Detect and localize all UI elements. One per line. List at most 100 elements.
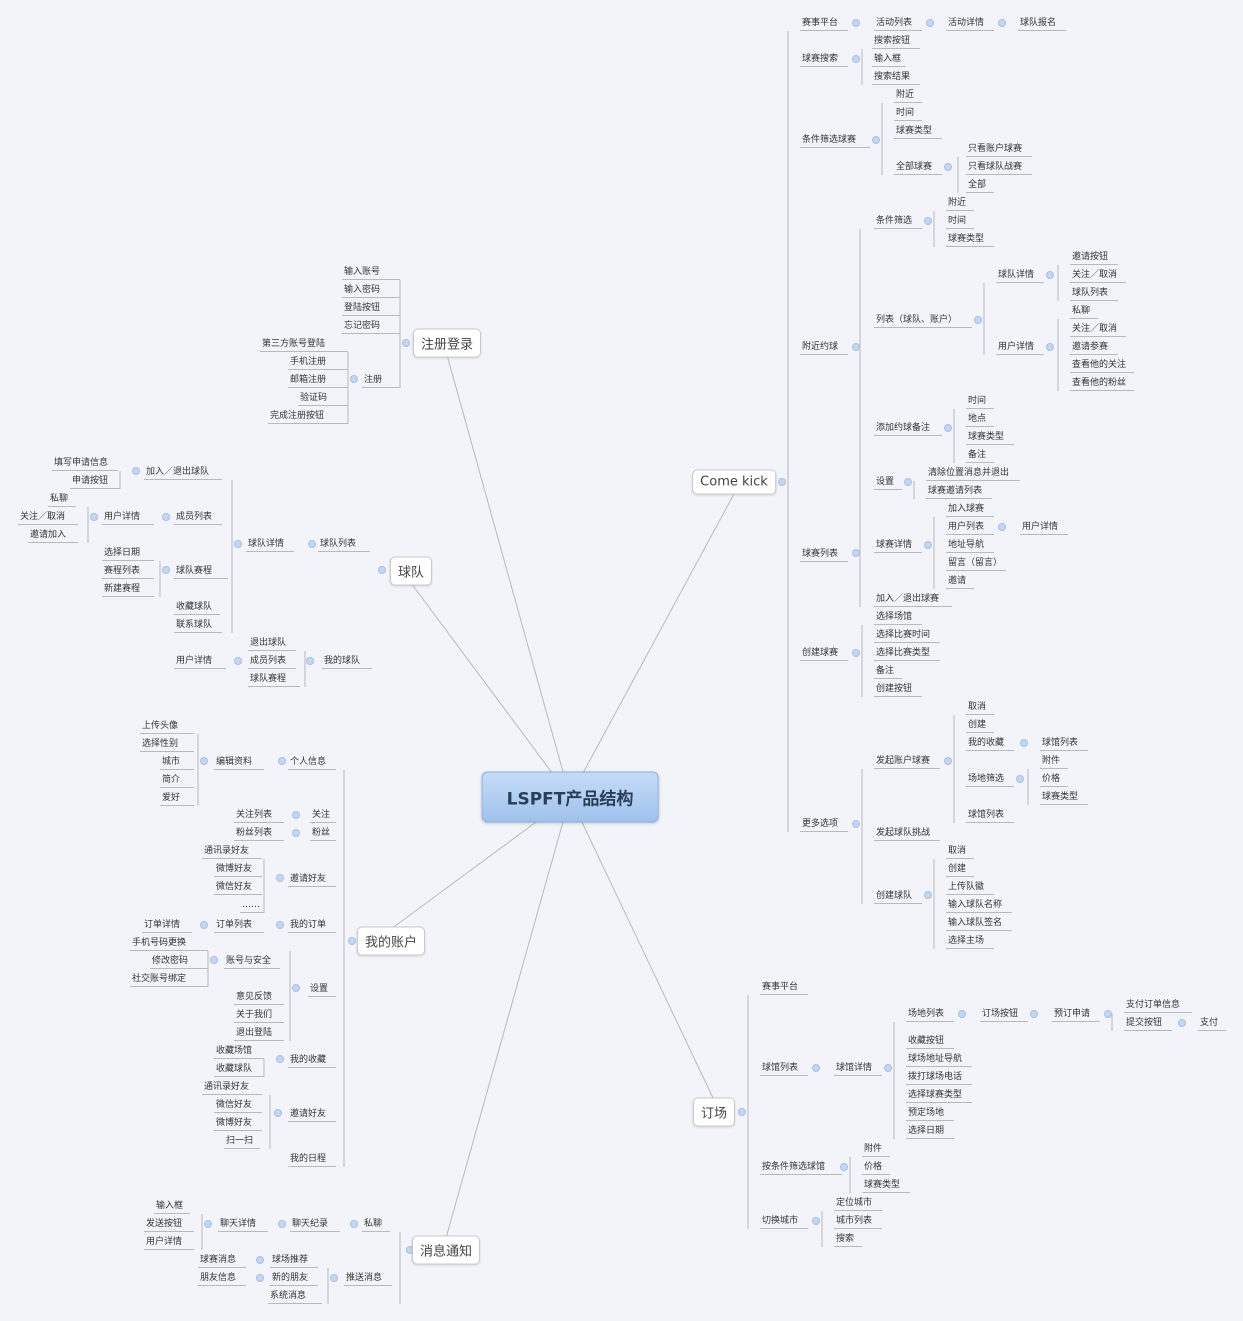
node-v-mtype[interactable]: 球赛类型 [862, 1180, 910, 1193]
node-a-scan[interactable]: 扫一扫 [224, 1136, 260, 1149]
node-c-clear[interactable]: 清除位置消息并退出 [926, 468, 1020, 481]
node-a-contacts[interactable]: 通讯录好友 [202, 846, 262, 859]
branch-account[interactable]: 我的账户 [356, 926, 426, 956]
node-c-teaml[interactable]: 球队列表 [1070, 288, 1118, 301]
node-v-clist[interactable]: 城市列表 [834, 1216, 882, 1229]
node-n-chat[interactable]: 聊天详情 [218, 1219, 268, 1232]
node-r-done[interactable]: 完成注册按钮 [268, 411, 348, 424]
branch-notice[interactable]: 消息通知 [411, 1235, 481, 1265]
node-n-newfriend[interactable]: 新的朋友 [270, 1273, 318, 1286]
node-r-mail[interactable]: 邮箱注册 [288, 375, 348, 388]
node-v-price[interactable]: 价格 [862, 1162, 890, 1175]
node-c-tname[interactable]: 输入球队名称 [946, 900, 1012, 913]
node-t-date[interactable]: 选择日期 [102, 548, 154, 561]
node-v-platform[interactable]: 赛事平台 [760, 982, 808, 995]
node-t-apply[interactable]: 申请按钮 [70, 476, 120, 489]
node-n-send[interactable]: 发送按钮 [144, 1219, 194, 1232]
node-c-input[interactable]: 输入框 [872, 54, 906, 67]
node-n-push[interactable]: 推送消息 [344, 1273, 392, 1286]
node-a-hobby[interactable]: 爱好 [160, 793, 194, 806]
node-a-edit[interactable]: 编辑资料 [214, 757, 264, 770]
node-c-invite[interactable]: 邀请 [946, 576, 974, 589]
node-v-type[interactable]: 选择球赛类型 [906, 1090, 972, 1103]
node-c-onlyteam[interactable]: 只看球队战赛 [966, 162, 1032, 175]
node-v-city[interactable]: 切换城市 [760, 1216, 808, 1229]
node-c-venue[interactable]: 选择场馆 [874, 612, 922, 625]
node-a-weibo2[interactable]: 微博好友 [214, 1118, 262, 1131]
node-a-social[interactable]: 社交账号绑定 [130, 974, 208, 987]
node-v-search[interactable]: 搜索 [834, 1234, 862, 1247]
node-r-phone[interactable]: 手机注册 [288, 357, 348, 370]
node-a-logout[interactable]: 退出登陆 [234, 1028, 284, 1041]
node-a-fav[interactable]: 我的收藏 [288, 1055, 336, 1068]
node-c-new2[interactable]: 创建 [946, 864, 974, 877]
node-v-book[interactable]: 订场按钮 [980, 1009, 1028, 1022]
node-c-near[interactable]: 附近 [894, 90, 922, 103]
node-c-myfav[interactable]: 我的收藏 [966, 738, 1014, 751]
node-c-ulist[interactable]: 用户列表 [946, 522, 994, 535]
node-t-slist[interactable]: 赛程列表 [102, 566, 154, 579]
node-n-pm[interactable]: 私聊 [362, 1219, 390, 1232]
node-n-sys[interactable]: 系统消息 [268, 1291, 322, 1304]
node-c-new[interactable]: 创建 [966, 720, 994, 733]
node-c-filter[interactable]: 条件筛选球赛 [800, 135, 870, 148]
node-t-fill[interactable]: 填写申请信息 [52, 458, 118, 471]
branch-comekick[interactable]: Come kick [692, 469, 776, 495]
node-a-favv[interactable]: 收藏场馆 [214, 1046, 264, 1059]
node-a-pwdchg[interactable]: 修改密码 [150, 956, 208, 969]
node-c-time[interactable]: 时间 [894, 108, 922, 121]
node-c-vfilter[interactable]: 场地筛选 [966, 774, 1014, 787]
node-c-note[interactable]: 备注 [966, 450, 994, 463]
node-r-code[interactable]: 验证码 [298, 393, 348, 406]
node-c-fc2[interactable]: 关注／取消 [1070, 324, 1126, 337]
node-c-challenge[interactable]: 发起球队挑战 [874, 828, 940, 841]
node-c-mtype[interactable]: 选择比赛类型 [874, 648, 940, 661]
node-a-fanslist[interactable]: 粉丝列表 [234, 828, 284, 841]
node-r-third[interactable]: 第三方账号登陆 [260, 339, 348, 352]
node-c-type2[interactable]: 球赛类型 [946, 234, 994, 247]
node-c-vlist[interactable]: 球馆列表 [1040, 738, 1088, 751]
node-n-friend[interactable]: 朋友信息 [198, 1273, 246, 1286]
node-c-cancel2[interactable]: 取消 [946, 846, 974, 859]
node-r-login[interactable]: 登陆按钮 [342, 303, 400, 316]
node-c-t3[interactable]: 时间 [966, 396, 994, 409]
branch-register[interactable]: 注册登录 [412, 328, 482, 358]
node-c-joinmatch[interactable]: 加入／退出球赛 [874, 594, 952, 607]
node-c-cond[interactable]: 条件筛选 [874, 216, 922, 229]
node-c-note2[interactable]: 备注 [874, 666, 902, 679]
node-t-sched[interactable]: 球队赛程 [174, 566, 228, 579]
node-t-list[interactable]: 球队列表 [318, 539, 370, 552]
node-c-userd[interactable]: 用户详情 [996, 342, 1044, 355]
node-r-pwd[interactable]: 输入密码 [342, 285, 400, 298]
node-c-near2[interactable]: 附近 [946, 198, 974, 211]
node-v-orderinfo[interactable]: 支付订单信息 [1124, 1000, 1192, 1013]
node-t-my[interactable]: 我的球队 [322, 656, 372, 669]
node-t-user2[interactable]: 用户详情 [174, 656, 226, 669]
node-v-date[interactable]: 选择日期 [906, 1126, 954, 1139]
node-c-create[interactable]: 创建球赛 [800, 648, 848, 661]
node-t-user[interactable]: 用户详情 [102, 512, 154, 525]
node-a-wechat[interactable]: 微信好友 [214, 882, 262, 895]
node-a-odetail[interactable]: 订单详情 [142, 920, 192, 933]
node-c-type[interactable]: 球赛类型 [894, 126, 942, 139]
node-c-launch[interactable]: 发起账户球赛 [874, 756, 940, 769]
node-a-city[interactable]: 城市 [160, 757, 194, 770]
node-c-list[interactable]: 列表（球队、账户） [874, 315, 972, 328]
node-a-avatar[interactable]: 上传头像 [140, 721, 194, 734]
node-c-invlist[interactable]: 球赛邀请列表 [926, 486, 992, 499]
node-v-detail[interactable]: 球馆详情 [834, 1063, 882, 1076]
node-c-actdetail[interactable]: 活动详情 [946, 18, 994, 31]
node-c-createteam[interactable]: 创建球队 [874, 891, 922, 904]
node-a-weibo[interactable]: 微博好友 [214, 864, 262, 877]
node-a-favt[interactable]: 收藏球队 [214, 1064, 264, 1077]
root-node[interactable]: LSPFT产品结构 [481, 771, 659, 823]
node-c-pm[interactable]: 私聊 [1070, 306, 1098, 319]
node-v-call[interactable]: 拨打球场电话 [906, 1072, 972, 1085]
node-a-follow[interactable]: 关注 [310, 810, 336, 823]
node-t-contact[interactable]: 联系球队 [174, 620, 222, 633]
node-a-invite2[interactable]: 邀请好友 [288, 1109, 336, 1122]
node-a-phonechg[interactable]: 手机号码更换 [130, 938, 208, 951]
node-c-msg[interactable]: 留言（留言） [946, 558, 1006, 571]
node-v-near[interactable]: 附件 [862, 1144, 890, 1157]
node-c-fc[interactable]: 关注／取消 [1070, 270, 1126, 283]
